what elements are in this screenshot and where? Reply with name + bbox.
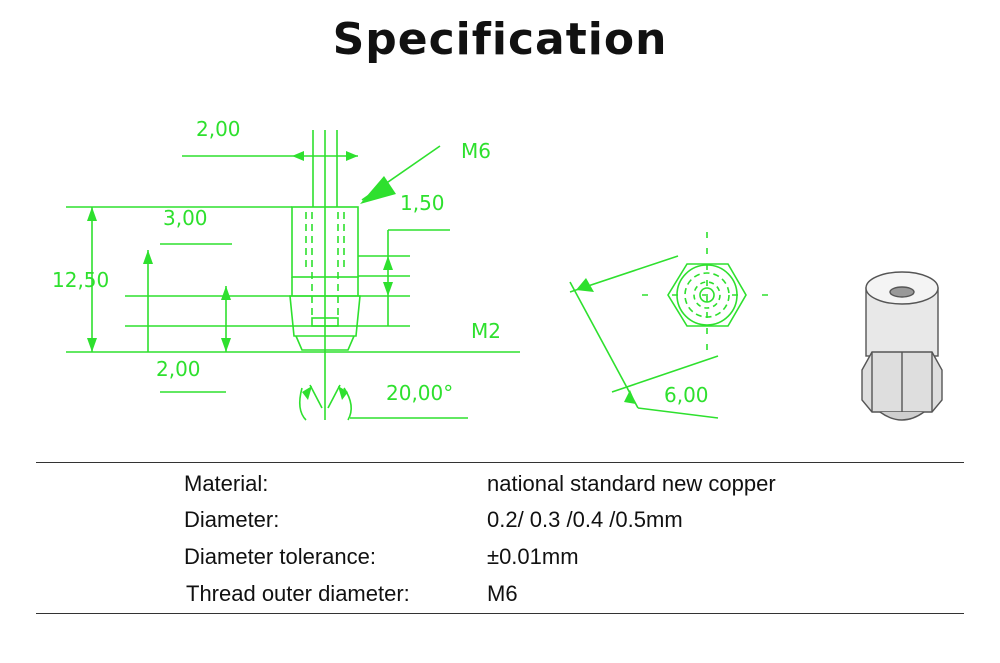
spec-label: Diameter: [184, 507, 280, 532]
dim-thread-m6: M6 [461, 139, 491, 163]
dim-bore: 3,00 [163, 206, 208, 230]
spec-row-material: Material: national standard new copper [0, 471, 1000, 503]
dim-top-width: 2,00 [196, 117, 241, 141]
spec-value: national standard new copper [487, 471, 776, 496]
dim-hex-width: 6,00 [664, 383, 709, 407]
dim-total-length: 12,50 [52, 268, 109, 292]
spec-row-diameter: Diameter: 0.2/ 0.3 /0.4 /0.5mm [0, 507, 1000, 539]
table-bottom-divider [36, 613, 964, 614]
spec-label: Diameter tolerance: [184, 544, 376, 569]
table-top-divider [36, 462, 964, 463]
dim-tip-length: 2,00 [156, 357, 201, 381]
spec-value: M6 [487, 581, 518, 606]
nozzle-3d-render [861, 271, 943, 421]
spec-row-diameter-tolerance: Diameter tolerance: ±0.01mm [0, 544, 1000, 576]
spec-value: 0.2/ 0.3 /0.4 /0.5mm [487, 507, 683, 532]
spec-row-thread-outer-diameter: Thread outer diameter: M6 [0, 581, 1000, 613]
spec-value: ±0.01mm [487, 544, 579, 569]
spec-label: Thread outer diameter: [186, 581, 410, 606]
dim-side-offset: 1,50 [400, 191, 445, 215]
nozzle-side-view [182, 130, 361, 420]
nozzle-top-view [569, 232, 770, 419]
dim-tip-angle: 20,00° [386, 381, 453, 405]
spec-label: Material: [184, 471, 269, 496]
page-title: Specification [332, 14, 668, 65]
dim-nozzle-thread: M2 [471, 319, 501, 343]
